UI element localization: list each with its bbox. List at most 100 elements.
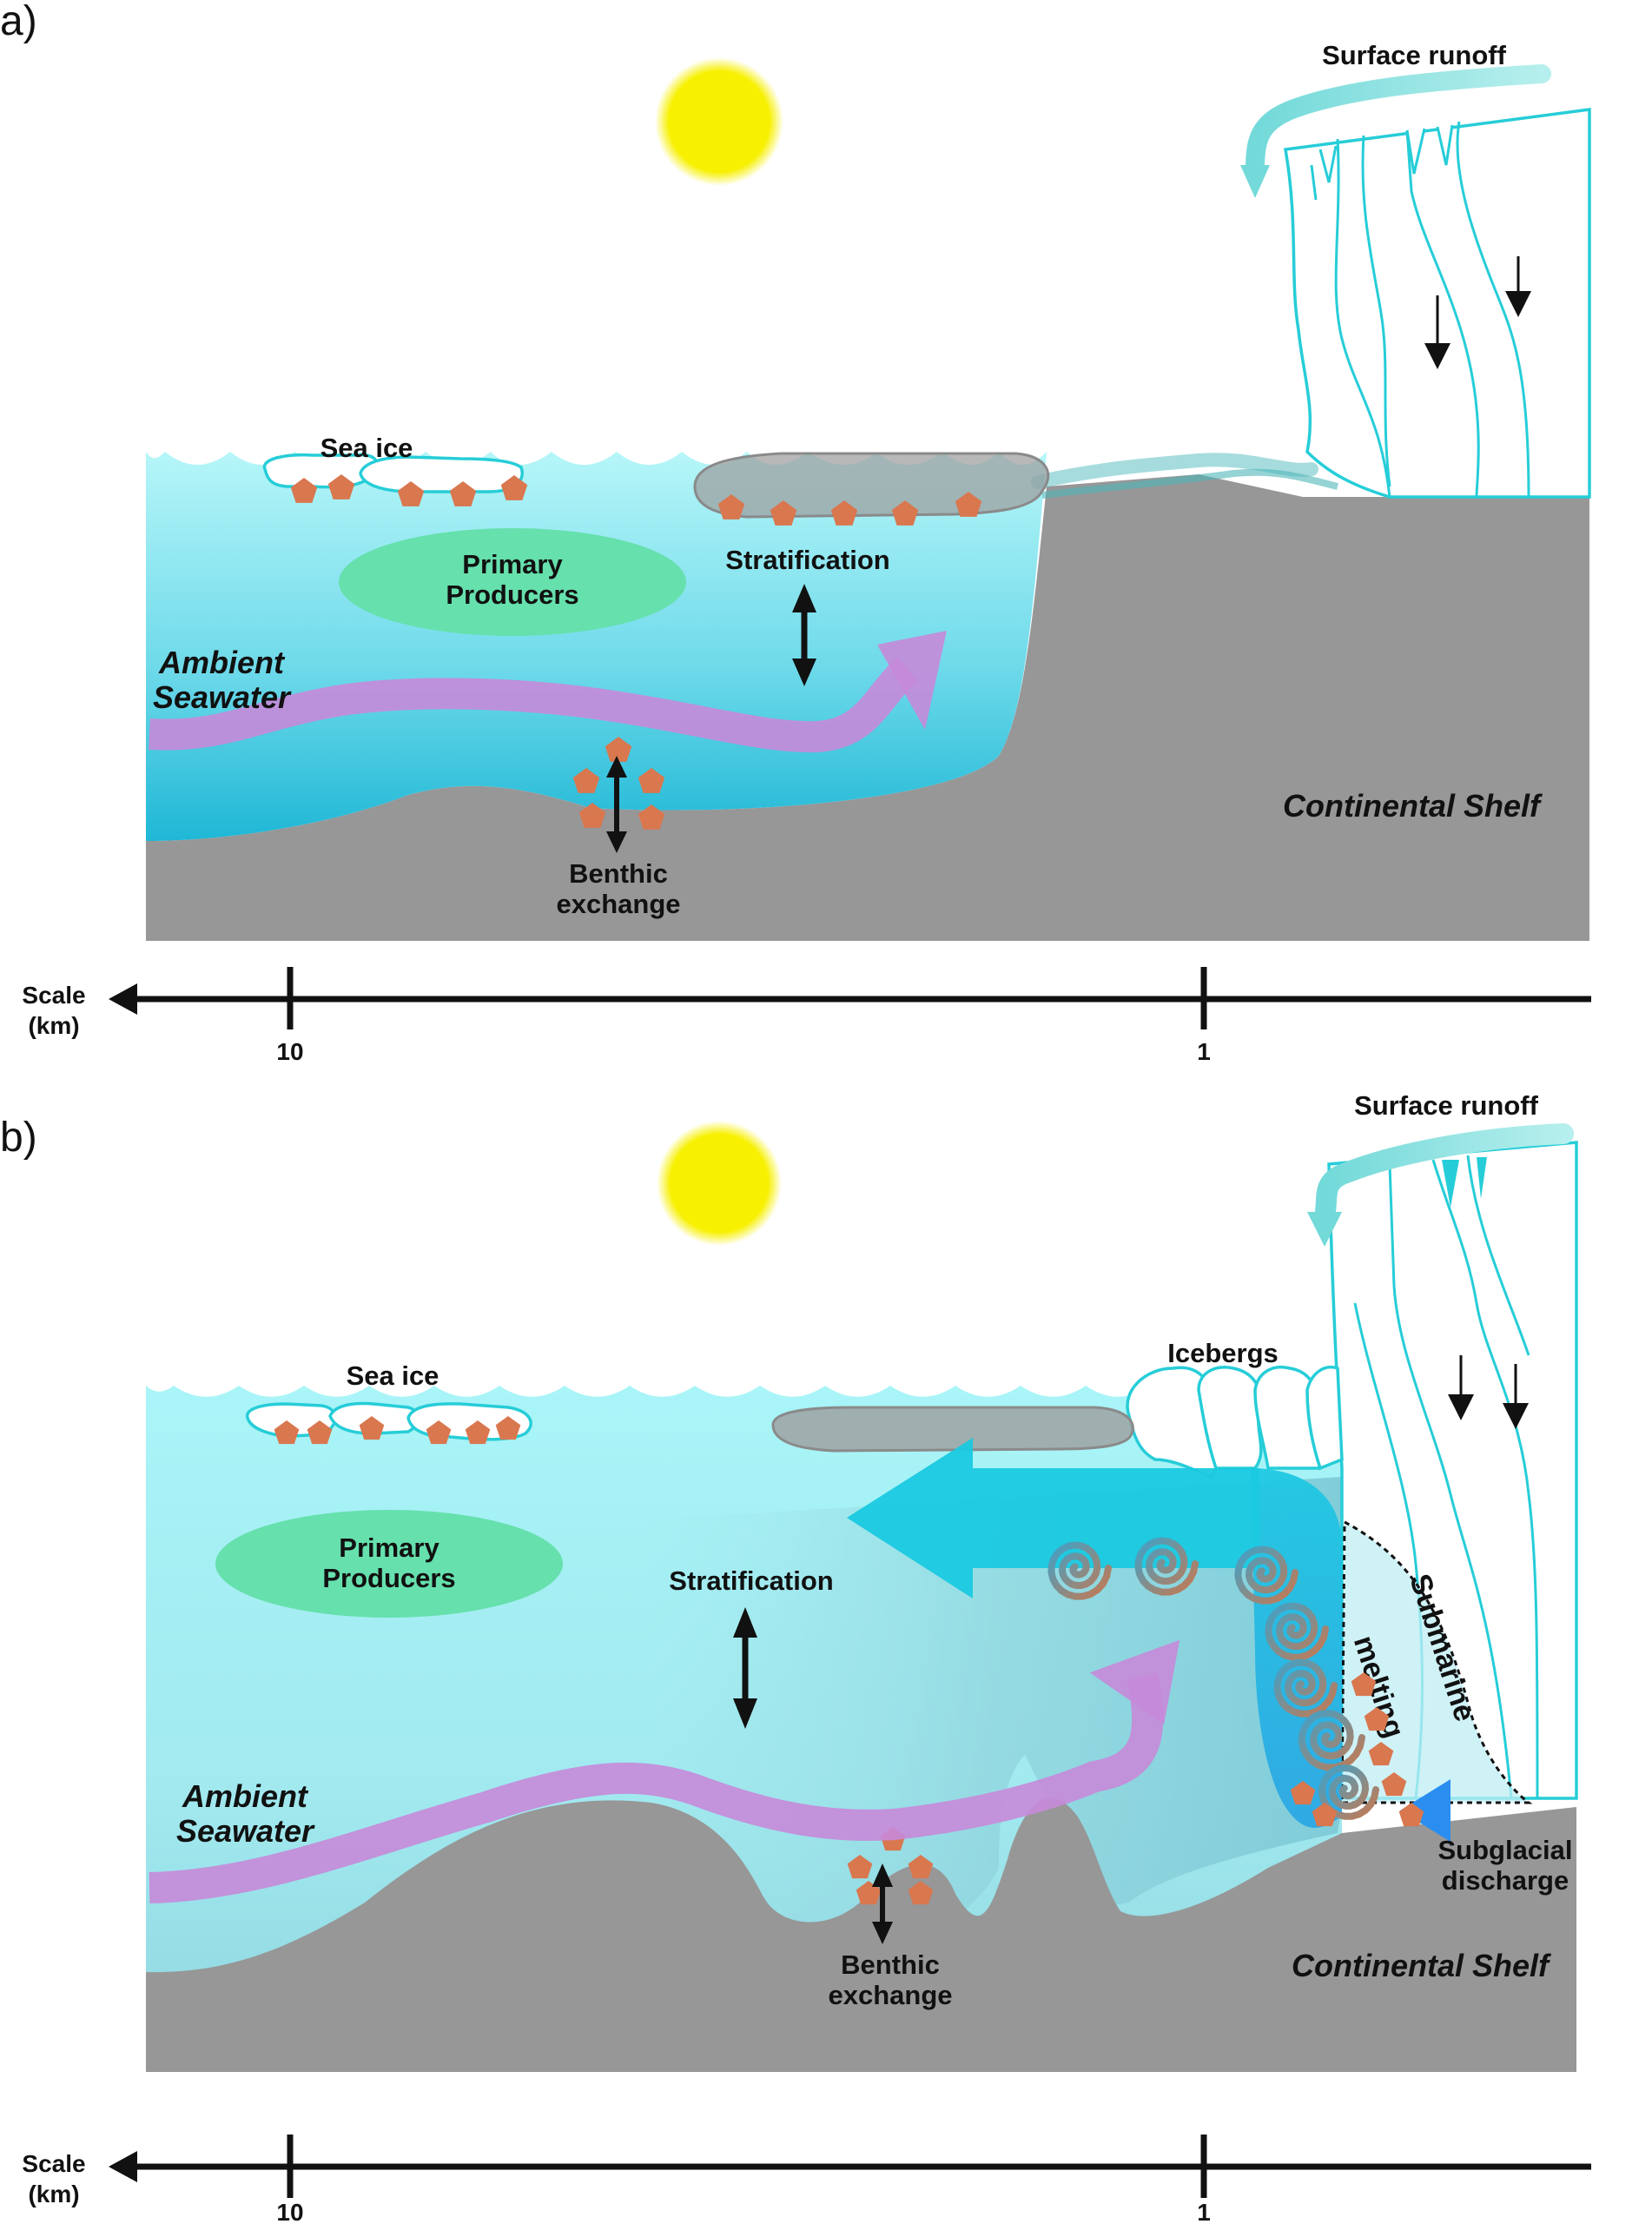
primary-producers-label-1: Primary (339, 1532, 439, 1563)
stratification-label: Stratification (725, 545, 889, 575)
surface-runoff-arrowhead (1240, 165, 1270, 198)
nutrient-pentagon-icon (449, 481, 477, 506)
nutrient-pentagon-icon (847, 1855, 873, 1879)
nutrient-pentagon-icon (426, 1420, 452, 1445)
primary-producers-label-1: Primary (462, 549, 563, 579)
swirl-eddy-icon (1134, 1537, 1199, 1596)
surface-runoff-arrowhead (1307, 1212, 1342, 1247)
continental-shelf-label: Continental Shelf (1292, 1948, 1551, 1983)
benthic-exchange-label-1: Benthic (569, 858, 668, 889)
scale-tick-label: 1 (1197, 2199, 1211, 2224)
stratification-label: Stratification (669, 1565, 833, 1596)
sediment-plume (771, 1406, 1134, 1453)
nutrient-pentagon-icon (830, 500, 858, 526)
nutrient-pentagon-icon (891, 500, 919, 526)
sea-ice (262, 453, 524, 493)
primary-producers-blob (339, 528, 686, 636)
crevasse-notches (1318, 124, 1454, 183)
nutrient-pentagon-icon (359, 1416, 385, 1440)
nutrient-group (274, 1416, 1424, 1905)
primary-producers-label-2: Producers (322, 1563, 455, 1593)
seabed (146, 1797, 1576, 2072)
crevasse-notches (1442, 1157, 1487, 1208)
nutrient-pentagon-icon (465, 1420, 491, 1445)
nutrient-pentagon-icon (1290, 1781, 1316, 1805)
swirl-eddy-icon (1273, 1658, 1338, 1718)
nutrient-pentagon-icon (908, 1855, 934, 1879)
nutrient-pentagon-icon (1364, 1707, 1390, 1731)
nutrient-pentagon-icon (717, 494, 745, 520)
crevasse-lines (1310, 121, 1530, 498)
sea-ice-label: Sea ice (347, 1360, 439, 1391)
surface-runoff-label: Surface runoff (1354, 1090, 1539, 1121)
sediment-plume (693, 452, 1050, 519)
nutrient-pentagon-icon (908, 1881, 934, 1905)
nutrient-pentagon-icon (1351, 1672, 1377, 1697)
continental-shelf-label: Continental Shelf (1283, 788, 1543, 824)
nutrient-pentagon-icon (327, 474, 355, 500)
ambient-current-arrow (149, 1673, 1164, 1903)
ambient-seawater-label-2: Seawater (176, 1813, 315, 1849)
scale-label-2: (km) (28, 2181, 79, 2207)
water-surface-waves (146, 1371, 1342, 1397)
swirl-eddy-icon (1298, 1709, 1365, 1771)
nutrient-pentagon-icon (638, 768, 665, 793)
panel-b: b) Icebergs (0, 1090, 1591, 2224)
seabed (146, 474, 1589, 941)
scale-tick-label: 1 (1197, 1038, 1211, 1065)
nutrient-group (290, 474, 982, 830)
scale-bar: 10 1 Scale (km) (22, 967, 1591, 1065)
surface-runoff-arrow (1246, 64, 1551, 179)
nutrient-pentagon-icon (1398, 1803, 1424, 1827)
ambient-current-arrow (148, 657, 919, 753)
nutrient-pentagon-icon (500, 475, 528, 500)
subglacial-discharge-label-1: Subglacial (1437, 1835, 1572, 1865)
benthic-exchange-label-1: Benthic (841, 1949, 940, 1980)
ambient-current-arrowhead (877, 631, 947, 730)
panel-label: a) (0, 0, 37, 44)
outflow-arrow (847, 1438, 1259, 1598)
scale-tick-label: 10 (276, 2199, 303, 2224)
panel-a: a) Sea ice Primary Producers Stratifi (0, 0, 1591, 1065)
surface-runoff-label: Surface runoff (1322, 40, 1507, 70)
icebergs (1126, 1366, 1344, 1479)
submarine-melting-zone (1340, 1519, 1533, 1804)
nutrient-pentagon-icon (578, 803, 606, 828)
scale-bar: 10 1 Scale (km) (22, 2135, 1591, 2224)
swirl-eddy-icon (1318, 1764, 1379, 1820)
ambient-current-arrowhead (1089, 1639, 1180, 1724)
scale-label-2: (km) (28, 1012, 79, 1039)
stratification-double-arrow-icon (733, 1607, 757, 1729)
nutrient-pentagon-icon (572, 768, 600, 793)
nutrient-pentagon-icon (290, 478, 318, 503)
sea-ice-label: Sea ice (320, 433, 413, 463)
surface-runoff-arrow (1314, 1123, 1574, 1227)
nutrient-pentagon-icon (955, 492, 982, 517)
sun-icon (655, 57, 783, 186)
nutrient-pentagon-icon (397, 481, 425, 506)
swirl-eddy-icon (1265, 1602, 1329, 1661)
benthic-exchange-label-2: exchange (828, 1980, 952, 2010)
ambient-seawater-label-1: Ambient (182, 1778, 309, 1814)
nutrient-pentagon-icon (638, 804, 665, 830)
nutrient-pentagon-icon (495, 1416, 521, 1440)
meltwater-stream (1031, 453, 1318, 489)
scale-label-1: Scale (22, 982, 85, 1009)
icebergs-label: Icebergs (1167, 1338, 1279, 1368)
nutrient-pentagon-icon (1312, 1803, 1338, 1827)
subglacial-discharge-label-2: discharge (1442, 1865, 1569, 1896)
nutrient-pentagon-icon (274, 1420, 300, 1445)
nutrient-pentagon-icon (307, 1420, 333, 1445)
swirl-eddy-icon (1234, 1546, 1298, 1605)
subglacial-discharge-arrowhead (1400, 1779, 1450, 1842)
benthic-double-arrow-icon (872, 1863, 893, 1944)
benthic-double-arrow-icon (606, 756, 627, 853)
primary-producers-blob (215, 1510, 563, 1618)
ambient-seawater-label-2: Seawater (153, 679, 292, 715)
ambient-seawater-label-1: Ambient (158, 645, 286, 680)
scale-label-1: Scale (22, 2150, 85, 2177)
nutrient-pentagon-icon (1368, 1742, 1394, 1766)
scale-tick-label: 10 (276, 1038, 303, 1065)
primary-producers-label-2: Producers (446, 579, 578, 610)
